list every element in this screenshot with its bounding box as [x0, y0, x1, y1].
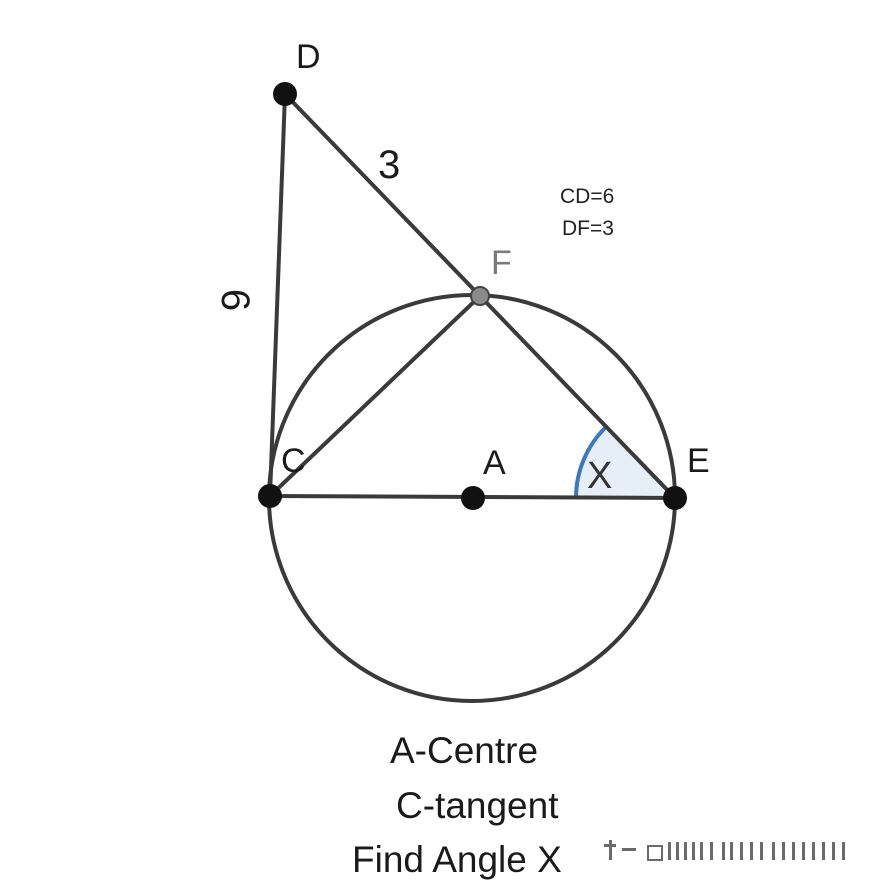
length-label-cd: 6: [213, 289, 257, 311]
point-e: [663, 486, 687, 510]
point-c: [258, 484, 282, 508]
angle-x-sector: [576, 427, 675, 498]
label-f: F: [491, 244, 512, 282]
segment-cf: [268, 294, 482, 498]
caption-tangent: C-tangent: [396, 785, 559, 826]
label-a: A: [483, 444, 506, 482]
angle-x-arc: [574, 425, 608, 499]
segment-cd: [268, 93, 287, 497]
given-df: DF=3: [562, 217, 614, 240]
point-d: [273, 82, 297, 106]
label-e: E: [687, 442, 710, 480]
angle-x-label: X: [587, 455, 612, 497]
point-f: [470, 286, 490, 306]
length-label-df: 3: [378, 143, 400, 187]
given-cd: CD=6: [560, 185, 614, 208]
label-d: D: [296, 38, 321, 76]
point-a: [461, 486, 485, 510]
caption-find-angle: Find Angle X: [352, 839, 562, 880]
caption-centre: A-Centre: [390, 730, 538, 771]
label-c: C: [281, 442, 306, 480]
watermark: [604, 840, 845, 861]
